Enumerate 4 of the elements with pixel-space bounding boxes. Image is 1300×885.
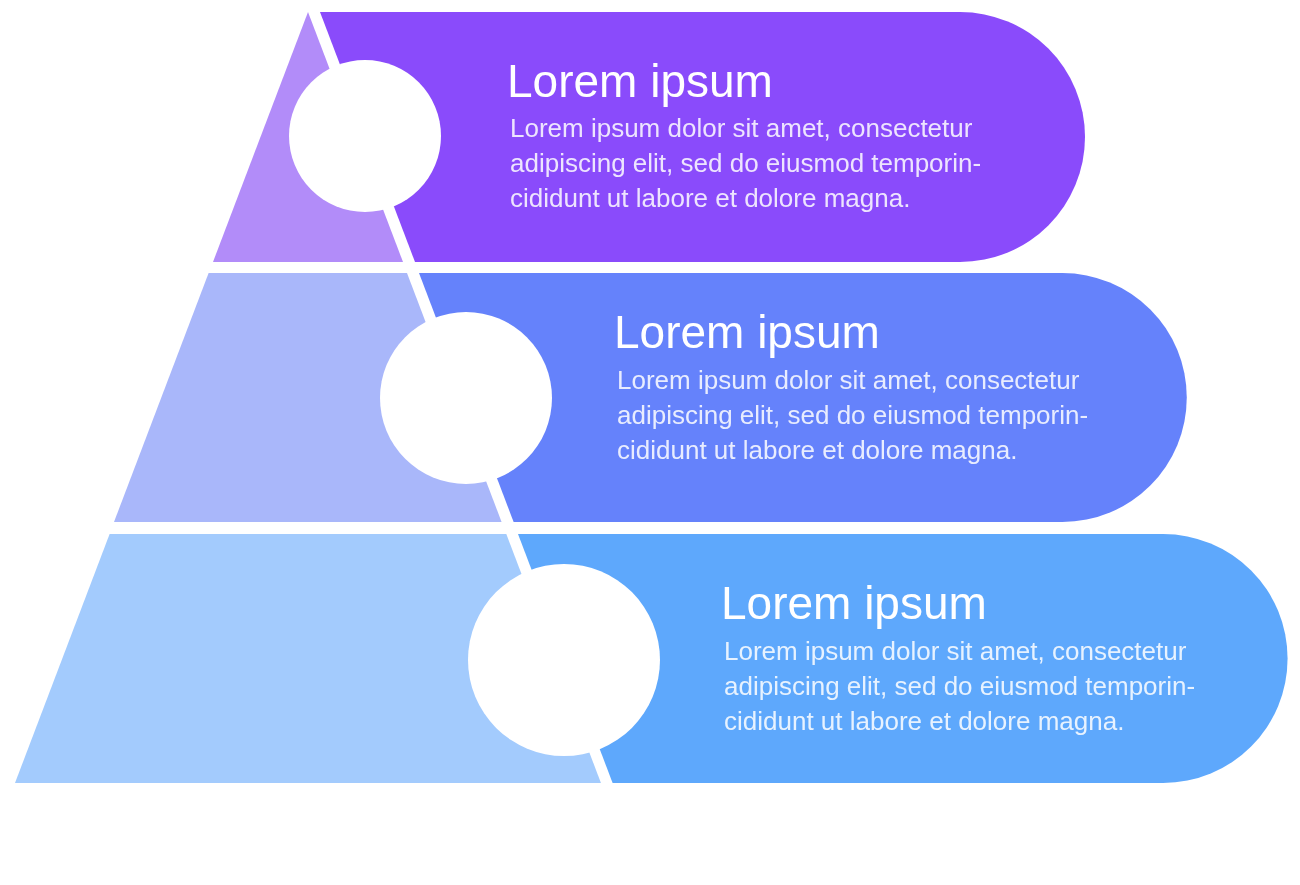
tier-description: Lorem ipsum dolor sit amet, consectetur adipiscing elit, sed do eiusmod temporin- cididunt ut labore et dolore magna. [510, 112, 983, 215]
pyramid-segment [15, 534, 601, 783]
tier-description: Lorem ipsum dolor sit amet, consectetur adipiscing elit, sed do eiusmod temporin- cididunt ut labore et dolore magna. [617, 364, 1090, 467]
tier-description: Lorem ipsum dolor sit amet, consectetur adipiscing elit, sed do eiusmod temporin- cididunt ut labore et dolore magna. [724, 635, 1197, 738]
